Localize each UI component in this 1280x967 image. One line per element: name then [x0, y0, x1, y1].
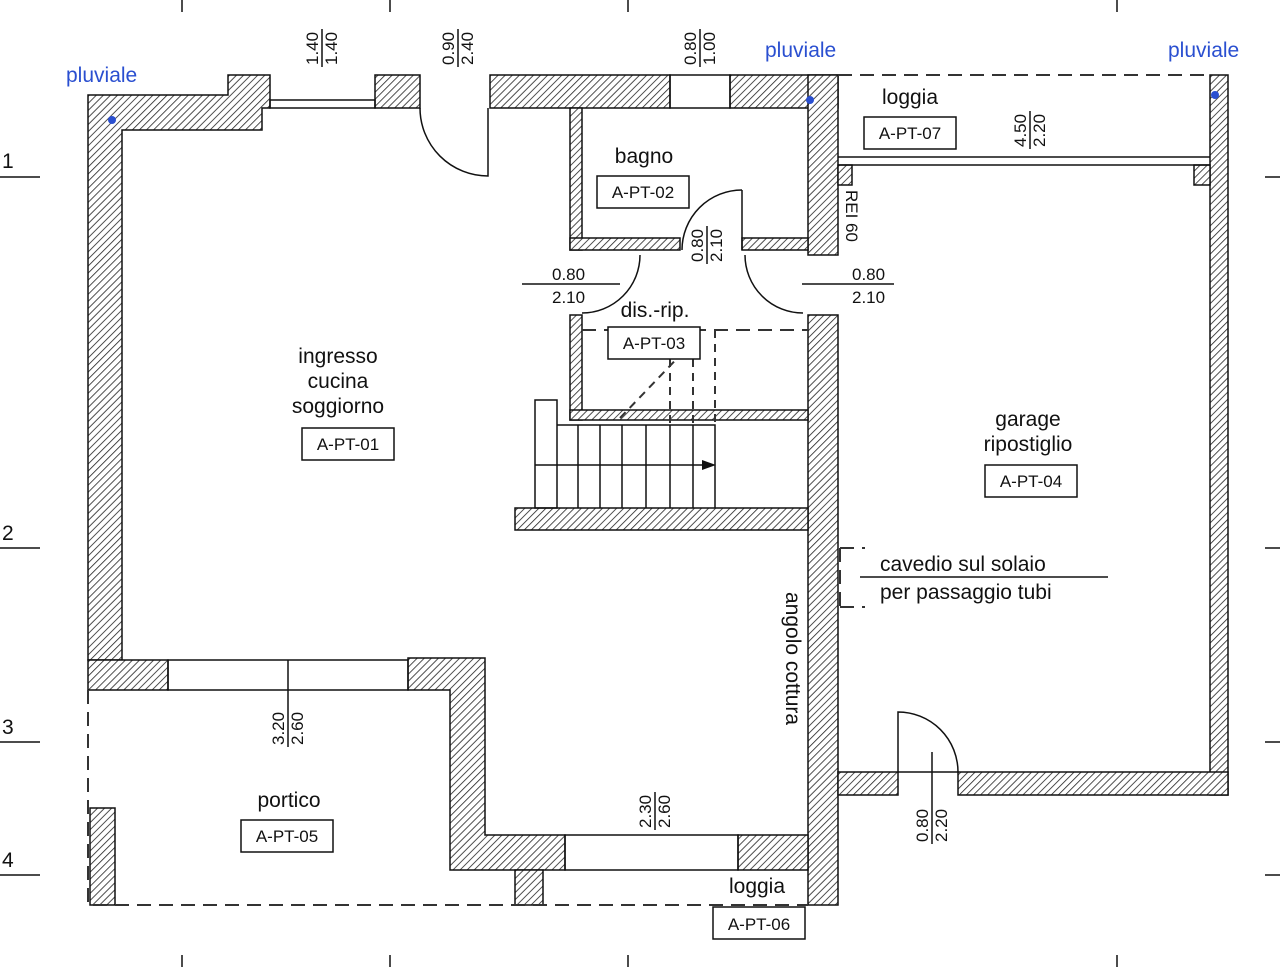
living-code: A-PT-01: [317, 435, 379, 454]
dim-d5-bottom: 2.20: [932, 809, 951, 842]
living-label-3: soggiorno: [292, 395, 384, 418]
cavedio-label-2: per passaggio tubi: [880, 581, 1052, 604]
dim-d3-bottom: 2.10: [552, 288, 585, 307]
dim-d1-bottom: 2.40: [458, 32, 477, 65]
dim-w1-bottom: 1.40: [322, 32, 341, 65]
dim-w4-top: 2.30: [636, 795, 655, 828]
grid-label-4: 4: [2, 849, 14, 872]
living-label-2: cucina: [308, 370, 369, 393]
garage-label-2: ripostiglio: [984, 433, 1073, 456]
dim-w3-bottom: 2.60: [288, 712, 307, 745]
rei-label: REI 60: [842, 190, 861, 242]
dim-d3-top: 0.80: [552, 265, 585, 284]
loggia-s-label: loggia: [729, 875, 785, 898]
living-label-1: ingresso: [298, 345, 377, 368]
loggia-n-label: loggia: [882, 86, 938, 109]
portico-label: portico: [257, 789, 320, 812]
bagno-code: A-PT-02: [612, 183, 674, 202]
angolo-label: angolo cottura: [781, 592, 804, 725]
dim-g1-top: 4.50: [1011, 114, 1030, 147]
loggia-n-code: A-PT-07: [879, 124, 941, 143]
dim-d4-top: 0.80: [852, 265, 885, 284]
dim-w4-bottom: 2.60: [655, 795, 674, 828]
walls: [87, 74, 1229, 906]
dim-d2-bottom: 2.10: [707, 229, 726, 262]
pluviale-label-1: pluviale: [66, 64, 137, 87]
dim-w1-top: 1.40: [303, 32, 322, 65]
disrip-code: A-PT-03: [623, 334, 685, 353]
dim-w2-top: 0.80: [681, 32, 700, 65]
grid-label-2: 2: [2, 522, 14, 545]
room-labels: ingresso cucina soggiorno A-PT-01 bagno …: [66, 39, 1239, 940]
cavedio-label-1: cavedio sul solaio: [880, 553, 1046, 576]
dim-d5-top: 0.80: [913, 809, 932, 842]
loggia-s-code: A-PT-06: [728, 915, 790, 934]
dim-d4-bottom: 2.10: [852, 288, 885, 307]
pluviale-label-2: pluviale: [765, 39, 836, 62]
pluviale-label-3: pluviale: [1168, 39, 1239, 62]
garage-label-1: garage: [995, 408, 1060, 431]
dim-d1-top: 0.90: [439, 32, 458, 65]
dim-g1-bottom: 2.20: [1030, 114, 1049, 147]
dim-w3-top: 3.20: [269, 712, 288, 745]
dim-d2-top: 0.80: [688, 229, 707, 262]
garage-code: A-PT-04: [1000, 472, 1062, 491]
grid-label-1: 1: [2, 150, 14, 173]
dim-w2-bottom: 1.00: [700, 32, 719, 65]
portico-code: A-PT-05: [256, 827, 318, 846]
grid-label-3: 3: [2, 716, 14, 739]
bagno-label: bagno: [615, 145, 673, 168]
disrip-label: dis.-rip.: [621, 299, 690, 322]
openings: [87, 74, 1219, 906]
